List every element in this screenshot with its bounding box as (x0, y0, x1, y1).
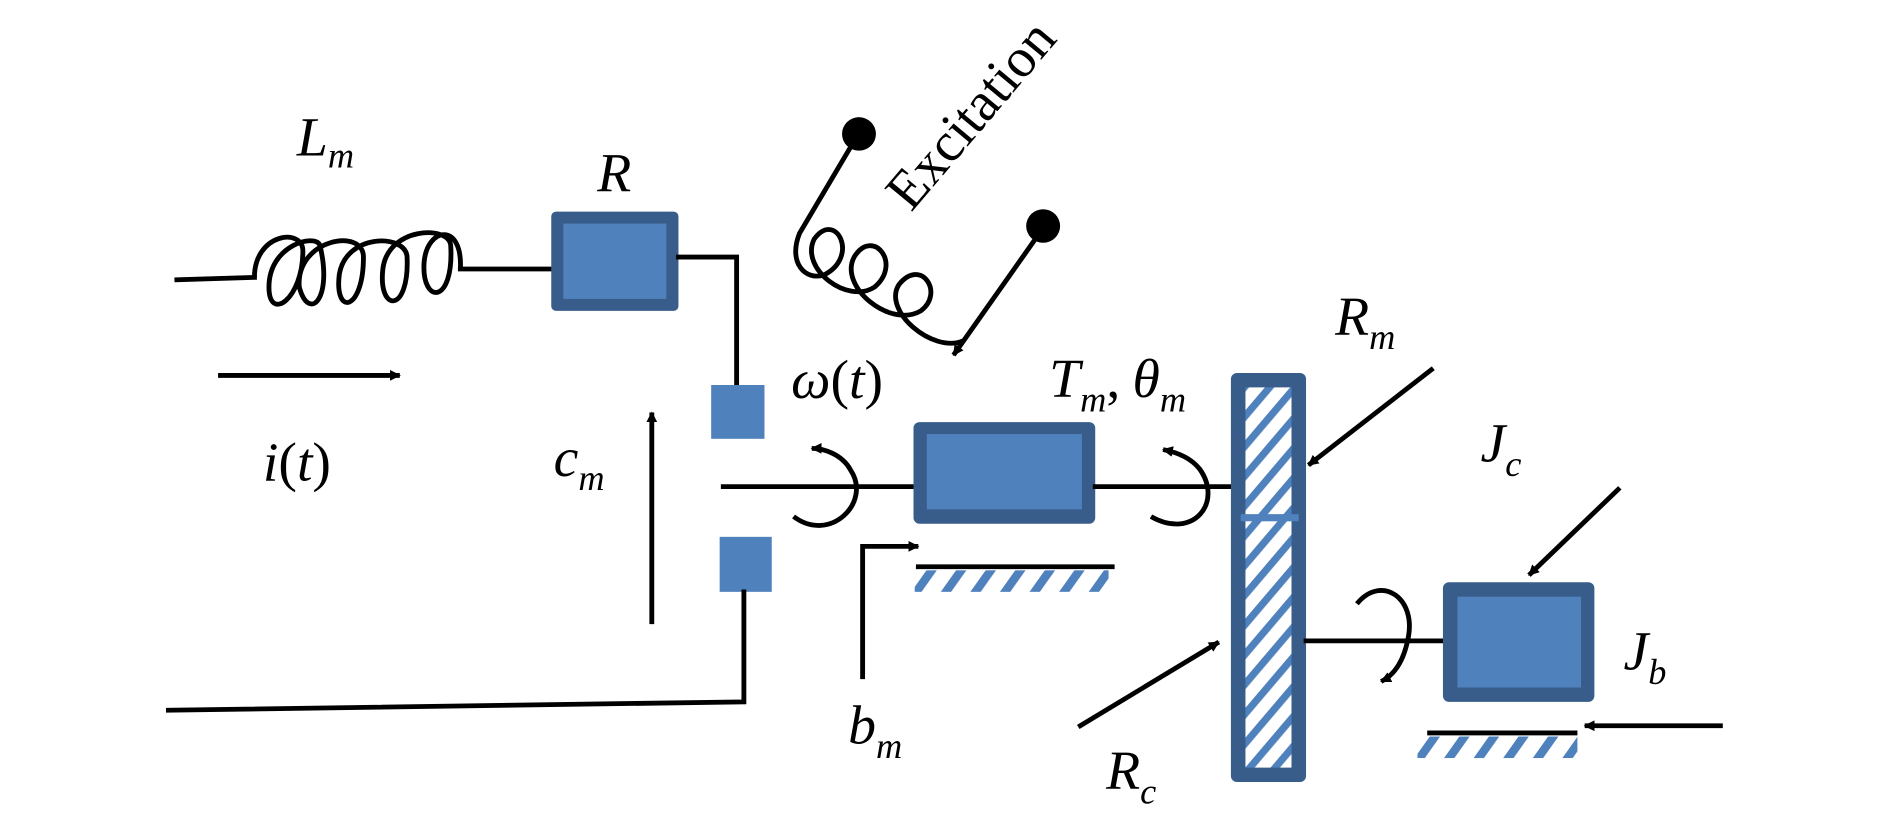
excitation-arrow-icon (951, 231, 1042, 357)
cutter-inertia-arrow-icon (1527, 486, 1622, 577)
label-back-emf-constant: cm (554, 427, 605, 498)
label-angular-velocity: ω(t) (791, 349, 883, 410)
label-gear-radius-motor: Rm (1334, 286, 1395, 357)
label-motor-damping: bm (848, 695, 902, 766)
brush-bottom (719, 536, 772, 592)
damping-arrow-icon (860, 541, 920, 680)
resistor-block (551, 211, 679, 311)
gear-radius-motor-arrow-icon (1306, 366, 1435, 467)
wire-brush-bottom-return (165, 589, 747, 713)
excitation-terminal-1 (842, 117, 876, 151)
label-motor-torque-angle: Tm,θm (1049, 348, 1186, 419)
mechanical-system (720, 366, 1723, 782)
label-gear-radius-cutter: Rc (1105, 740, 1156, 811)
electrical-circuit (165, 211, 772, 713)
excitation-coil: Excitation (793, 8, 1068, 357)
rotation-arrow-3-icon (1355, 588, 1412, 684)
excitation-coil-icon (793, 139, 965, 346)
rotation-arrow-2-icon (1149, 446, 1211, 527)
load-ground-icon (1417, 730, 1578, 759)
rotor-ground-icon (914, 564, 1115, 592)
gear-radius-cutter-arrow-icon (1077, 640, 1221, 729)
label-cutter-inertia: Jc (1481, 413, 1522, 484)
label-inductance: Lm (296, 107, 354, 176)
gear-plate (1230, 373, 1307, 782)
brush-top (711, 385, 765, 439)
load-block (1442, 582, 1595, 702)
inductor-coil-icon (252, 230, 463, 307)
label-resistance: R (596, 143, 631, 204)
wire-input-top (174, 274, 257, 283)
label-current: i(t) (263, 432, 331, 493)
labels: Lm R i(t) cm ω(t) Tm,θm bm Rm Rc Jc Jb (263, 107, 1666, 812)
wire-resistor-brush (676, 254, 740, 388)
excitation-label: Excitation (873, 8, 1067, 220)
excitation-terminal-2 (1026, 209, 1061, 243)
rotation-arrow-icon (792, 442, 859, 528)
rotor-block (913, 422, 1096, 524)
label-load-inertia: Jb (1623, 621, 1666, 692)
